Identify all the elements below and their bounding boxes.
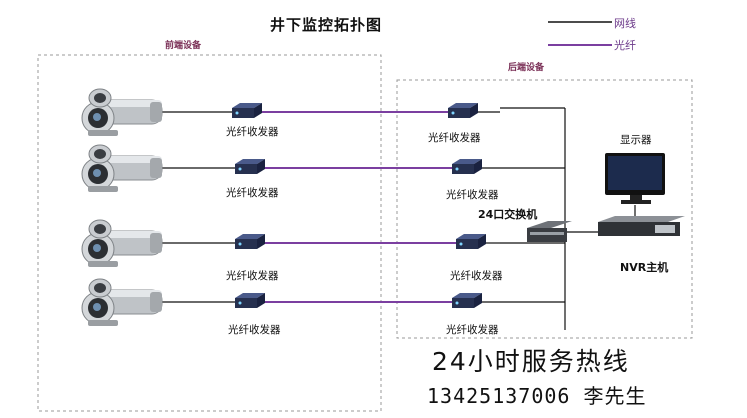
back-converter-label-3: 光纤收发器 (450, 270, 503, 282)
nvr-label: NVR主机 (620, 261, 669, 274)
front-converter-label-2: 光纤收发器 (226, 187, 279, 199)
diagram-title: 井下监控拓扑图 (270, 16, 383, 34)
front-converter-4 (235, 293, 265, 308)
camera-4 (81, 278, 163, 326)
front-converter-label-3: 光纤收发器 (226, 270, 279, 282)
switch-label: 24口交换机 (478, 208, 538, 221)
back-converter-4 (452, 293, 482, 308)
back-converter-2 (452, 159, 482, 174)
service-hotline: 24小时服务热线 (432, 347, 630, 376)
nvr-device (598, 216, 685, 236)
back-converter-label-2: 光纤收发器 (446, 189, 499, 201)
camera-2 (81, 144, 163, 192)
monitor-device (605, 153, 665, 204)
back-group-label: 后端设备 (508, 63, 545, 73)
back-converter-1 (448, 103, 478, 118)
front-converter-3 (235, 234, 265, 249)
front-group-label: 前端设备 (165, 41, 202, 51)
camera-1 (81, 88, 163, 136)
back-converter-label-4: 光纤收发器 (446, 324, 499, 336)
monitor-label: 显示器 (620, 134, 652, 146)
switch-device (527, 221, 572, 242)
front-group-box (37, 54, 382, 412)
contact-phone: 13425137006 李先生 (427, 384, 647, 408)
front-converter-label-1: 光纤收发器 (226, 126, 279, 138)
legend-fiber-label: 光纤 (614, 39, 636, 52)
camera-3 (81, 219, 163, 267)
legend-ethernet-label: 网线 (614, 17, 636, 30)
front-converter-2 (235, 159, 265, 174)
back-group-box (396, 79, 693, 339)
front-converter-1 (232, 103, 262, 118)
back-converter-3 (456, 234, 486, 249)
front-converter-label-4: 光纤收发器 (228, 324, 281, 336)
back-converter-label-1: 光纤收发器 (428, 132, 481, 144)
